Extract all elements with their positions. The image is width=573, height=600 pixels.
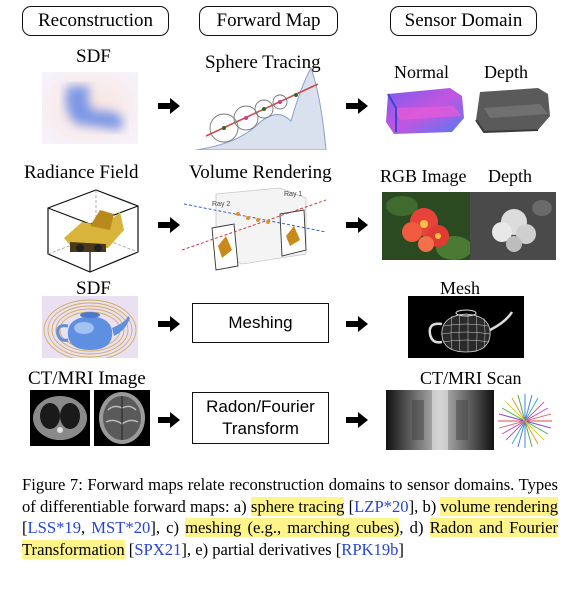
row2-arrow-2 (346, 217, 368, 233)
row4-arrow-1 (158, 412, 180, 428)
citation-mst20[interactable]: MST*20 (91, 518, 151, 537)
header-reconstruction: Reconstruction (22, 6, 169, 36)
row1-recon-label: SDF (76, 46, 111, 67)
ct-image (30, 390, 90, 446)
row2-sensor-label-depth: Depth (488, 166, 532, 186)
sdf-chair-image (42, 72, 138, 144)
highlight-sphere-tracing: sphere tracing (250, 496, 345, 516)
header-forward-map: Forward Map (199, 6, 338, 36)
radon-box-line-1: Radon/Fourier (206, 397, 315, 416)
ct-scan-projection-image (386, 390, 494, 450)
normal-map-sofa (386, 88, 464, 134)
ray2-annotation: Ray 2 (212, 201, 230, 208)
header-sensor-domain: Sensor Domain (390, 6, 537, 36)
citation-lss19[interactable]: LSS*19 (27, 518, 82, 537)
meshing-box: Meshing (192, 303, 329, 343)
row2-recon-label: Radiance Field (24, 162, 139, 183)
row2-arrow-1 (158, 217, 180, 233)
row2-map-label: Volume Rendering (189, 162, 332, 183)
row3-sensor-label-mesh: Mesh (440, 278, 480, 298)
row4-sensor-label-ct-scan: CT/MRI Scan (420, 368, 522, 388)
sphere-tracing-illustration (196, 66, 327, 150)
sdf-teapot-image (42, 296, 138, 358)
row4-recon-label: CT/MRI Image (28, 368, 146, 389)
row3-arrow-1 (158, 316, 180, 332)
mesh-teapot-image (408, 296, 524, 358)
figure-caption: Figure 7: Forward maps relate reconstruc… (22, 475, 558, 559)
ray1-annotation: Ray 1 (284, 191, 302, 198)
row1-map-label: Sphere Tracing (205, 52, 321, 73)
radon-box-line-2: Transform (222, 419, 299, 438)
row3-recon-label: SDF (76, 278, 111, 299)
citation-lzp20[interactable]: LZP*20 (354, 496, 409, 516)
rgb-flower-image (382, 192, 470, 260)
depth-map-sofa (475, 88, 550, 134)
highlight-meshing: meshing (e.g., marching cubes) (185, 518, 400, 537)
mri-image (94, 390, 150, 446)
depth-flower-image (470, 192, 556, 260)
radiance-field-cube (47, 189, 139, 273)
volume-rendering-illustration: Ray 1 Ray 2 (181, 187, 327, 271)
row1-arrow-1 (158, 98, 180, 114)
row1-sensor-label-depth: Depth (484, 62, 528, 82)
row1-sensor-label-normal: Normal (394, 62, 449, 82)
citation-spx21[interactable]: SPX21 (134, 539, 182, 559)
fourier-radial-lines-image (498, 394, 552, 448)
row2-sensor-label-rgb: RGB Image (380, 166, 467, 186)
radon-fourier-transform-box: Radon/Fourier Transform (192, 392, 329, 444)
citation-rpk19b[interactable]: RPK19b (341, 539, 399, 559)
row4-arrow-2 (346, 412, 368, 428)
row1-arrow-2 (346, 98, 368, 114)
row3-arrow-2 (346, 316, 368, 332)
highlight-volume-rendering: volume rendering (440, 496, 558, 516)
